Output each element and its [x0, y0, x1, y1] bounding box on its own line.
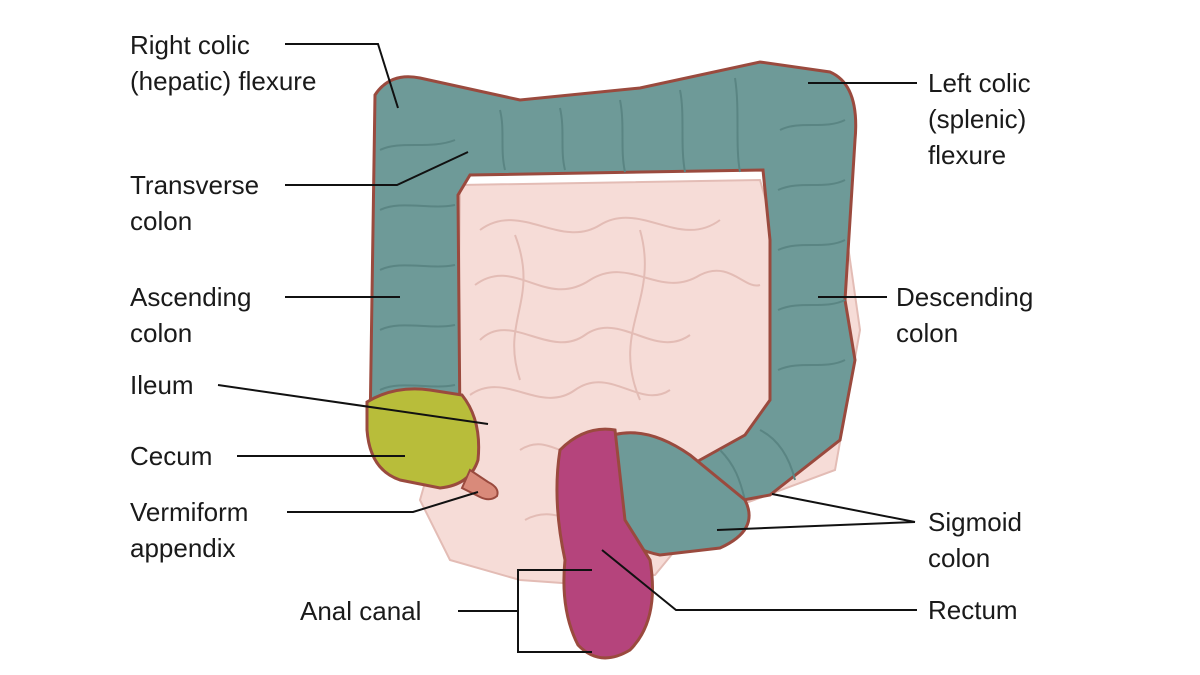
- leader-sigmoid-upper: [772, 494, 915, 522]
- label-anal-canal: Anal canal: [300, 593, 421, 629]
- label-right-colic-flexure: Right colic(hepatic) flexure: [130, 27, 316, 99]
- label-left-colic-flexure: Left colic(splenic)flexure: [928, 65, 1031, 173]
- label-rectum: Rectum: [928, 592, 1018, 628]
- cecum-shape: [367, 389, 479, 488]
- label-ileum: Ileum: [130, 367, 194, 403]
- label-cecum: Cecum: [130, 438, 212, 474]
